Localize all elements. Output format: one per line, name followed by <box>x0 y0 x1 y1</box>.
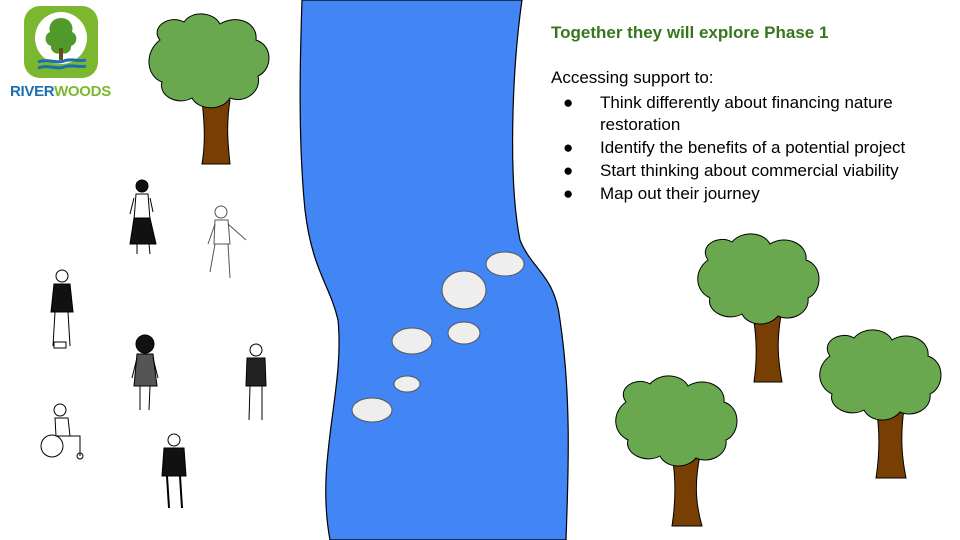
riverwoods-logo: RIVERWOODS <box>4 4 116 100</box>
bullet-icon: ● <box>563 161 574 181</box>
person-icon <box>131 334 159 411</box>
bullet-item: ●Map out their journey <box>551 183 951 205</box>
stepping-stones <box>351 251 525 423</box>
person-icon <box>40 403 84 460</box>
person-icon <box>129 179 157 255</box>
person-icon <box>161 433 187 509</box>
stepping-stone <box>485 251 525 277</box>
stepping-stone <box>441 270 487 310</box>
tree-icon <box>819 329 942 479</box>
river <box>299 0 569 540</box>
logo-emblem-icon <box>24 6 98 78</box>
stepping-stone <box>391 327 433 355</box>
logo-wordmark: RIVERWOODS <box>10 83 111 100</box>
bullet-item: ●Think differently about financing natur… <box>563 93 893 135</box>
stepping-stone <box>393 375 421 393</box>
bullet-item: ●Start thinking about commercial viabili… <box>551 160 951 182</box>
bullet-list: ●Think differently about financing natur… <box>551 92 951 206</box>
stepping-stone <box>351 397 393 423</box>
person-icon <box>207 205 247 279</box>
tree-icon <box>615 375 738 527</box>
slide-heading: Together they will explore Phase 1 <box>551 23 829 42</box>
intro-text: Accessing support to: <box>551 68 714 87</box>
stepping-stone <box>447 321 481 345</box>
tree-icon <box>697 233 820 383</box>
bullet-item: ●Identify the benefits of a potential pr… <box>551 137 951 159</box>
bullet-icon: ● <box>563 93 574 112</box>
person-icon <box>245 343 267 421</box>
bullet-icon: ● <box>563 138 574 158</box>
tree-icon <box>148 13 270 165</box>
person-icon <box>50 269 74 349</box>
bullet-icon: ● <box>563 184 574 204</box>
